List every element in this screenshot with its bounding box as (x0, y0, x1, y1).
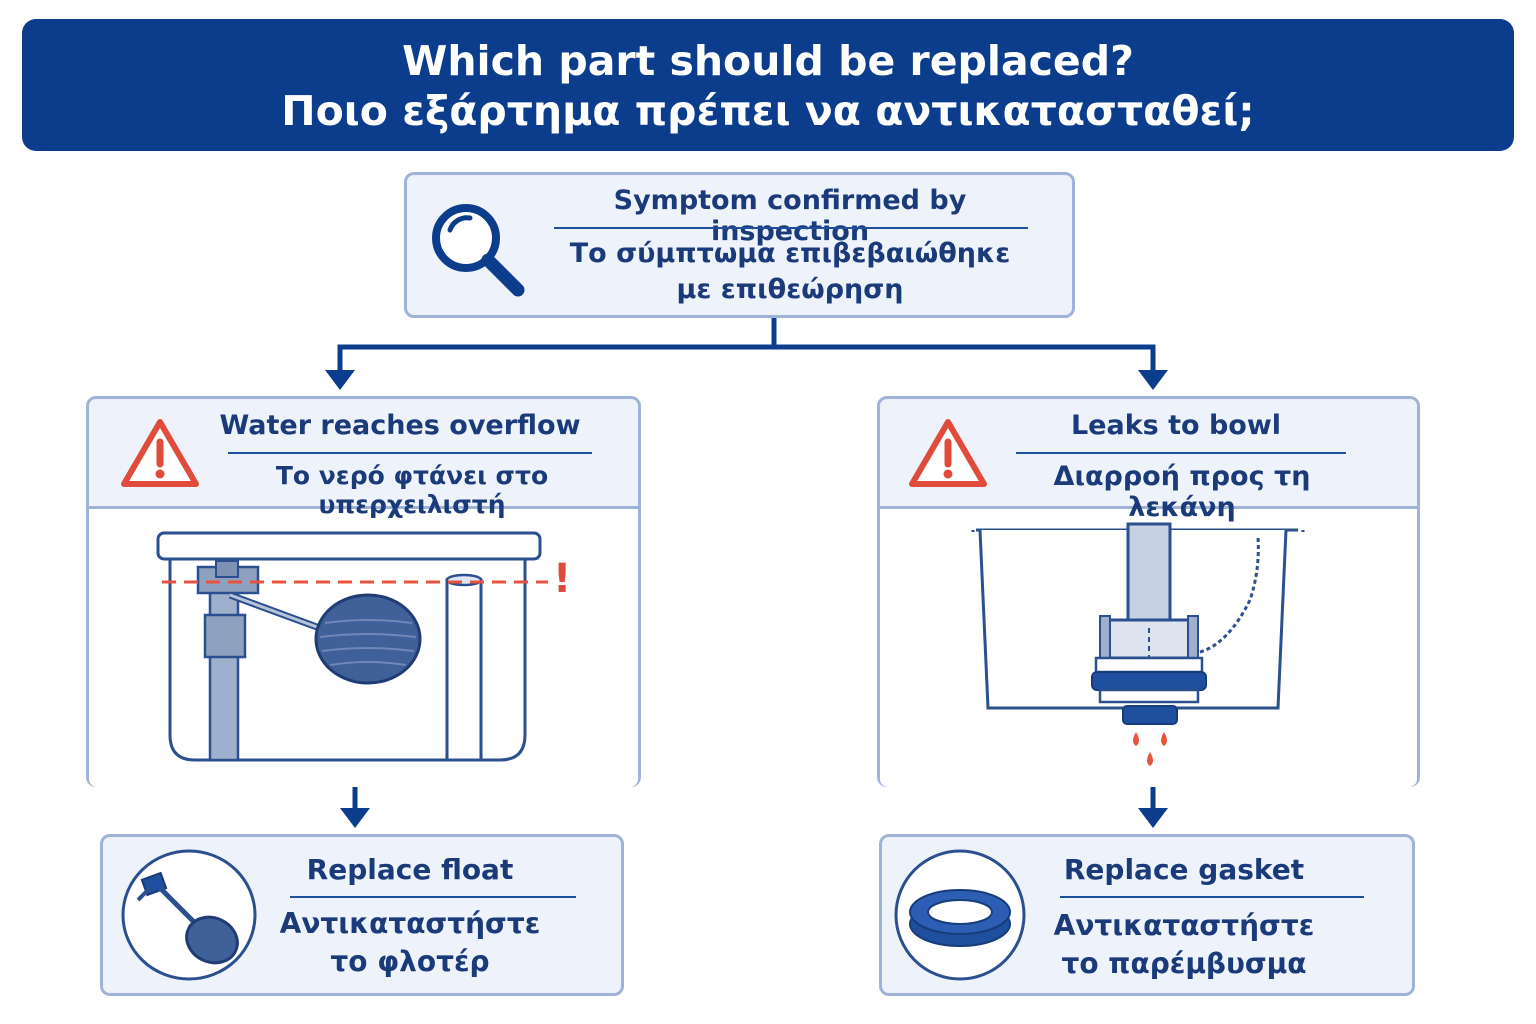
result-right-divider (1060, 896, 1364, 898)
branch-left-divider (228, 452, 592, 454)
float-icon (121, 849, 257, 981)
arrowhead-right-result (1138, 808, 1168, 828)
branch-right-label-en: Leaks to bowl (1070, 410, 1282, 441)
symptom-label-en: Symptom confirmed by inspection (613, 185, 967, 247)
symptom-label-gr-1: Το σύμπτωμα επιβεβαιώθηκε (569, 238, 1011, 269)
page-title-en: Which part should be replaced? (402, 37, 1134, 85)
branch-left-label-en: Water reaches overflow (219, 410, 581, 441)
branch-right-label-gr: Διαρροή προς τη λεκάνη (1053, 461, 1311, 523)
overflow-alert-mark: ! (553, 556, 572, 602)
result-right-label-gr-2: το παρέμβυσμα (1061, 947, 1307, 980)
magnifier-icon (432, 204, 525, 297)
gasket-icon (894, 849, 1026, 981)
result-right-label-gr-1: Αντικαταστήστε (1053, 909, 1315, 942)
result-left-label-gr-1: Αντικαταστήστε (279, 907, 541, 940)
result-left-label-gr-2: το φλοτέρ (330, 945, 490, 978)
arrowhead-right (1138, 370, 1168, 390)
arrowhead-left (325, 370, 355, 390)
arrowhead-left-result (340, 808, 370, 828)
warning-icon (909, 419, 987, 487)
connector-top-split (337, 315, 1156, 375)
page-title-gr: Ποιο εξάρτημα πρέπει να αντικατασταθεί; (281, 87, 1255, 135)
result-left-label-en: Replace float (306, 853, 514, 886)
warning-icon (121, 419, 199, 487)
page-header: Which part should be replaced? Ποιο εξάρ… (22, 19, 1514, 151)
tank-overflow-illustration (156, 531, 548, 762)
symptom-label-gr-2: με επιθεώρηση (676, 274, 904, 305)
branch-right-divider (1016, 452, 1346, 454)
flush-valve-leak-illustration (971, 522, 1305, 766)
branch-left-label-gr: Το νερό φτάνει στο υπερχειλιστή (275, 461, 549, 519)
result-left-divider (290, 896, 576, 898)
result-right-label-en: Replace gasket (1063, 853, 1305, 886)
symptom-divider (554, 227, 1028, 229)
